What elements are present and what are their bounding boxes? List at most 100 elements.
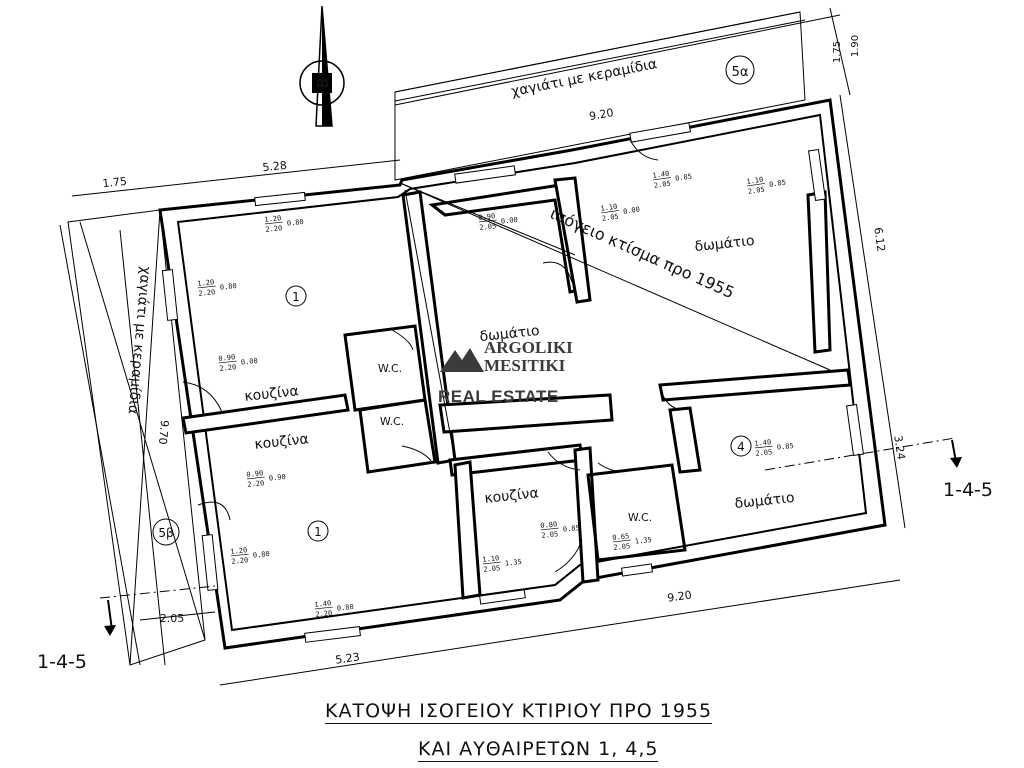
opening-spec-o12: 1.10 2.050.00 <box>600 203 640 223</box>
wc-right-label: W.C. <box>628 511 652 524</box>
opening-spec-o8: 1.10 2.05 1.35 <box>482 554 523 574</box>
opening-spec-o7: 0.90 2.05 0.00 <box>478 212 519 232</box>
drawing-title-line2: ΚΑΙ ΑΥΘΑΙΡΕΤΩΝ 1, 4,5 <box>418 738 659 762</box>
opening-spec-o11: 1.40 2.05 0.85 <box>754 438 795 458</box>
tag-5a: 5α <box>732 65 749 80</box>
svg-text:2.05: 2.05 <box>541 530 559 540</box>
dim-5-23: 5.23 <box>334 650 360 666</box>
svg-text:2.05: 2.05 <box>479 222 497 232</box>
section-label-left: 1-4-5 <box>37 651 87 673</box>
kitchen-top-left-label: κουζίνα <box>244 383 300 405</box>
dimension-lines <box>59 7 906 686</box>
brand-logo-icon <box>440 348 484 372</box>
shed-left-label: χαγιάτι με κεραμίδια <box>125 266 154 415</box>
door-swings <box>182 139 681 573</box>
dim-1-75-left: 1.75 <box>102 175 128 190</box>
svg-text:1.20: 1.20 <box>197 278 215 288</box>
svg-text:0.85: 0.85 <box>675 173 693 183</box>
room-center-label: δωμάτιο <box>479 323 540 345</box>
svg-text:1.20: 1.20 <box>230 546 248 556</box>
opening-spec-o9: 0.65 2.05 1.35 <box>612 532 653 552</box>
room-top-right-label: δωμάτιο <box>694 233 755 255</box>
dim-9-70: 9.70 <box>156 420 171 446</box>
svg-text:0.65: 0.65 <box>612 532 630 542</box>
opening-spec-o4: 0.90 2.200.90 <box>246 469 287 489</box>
svg-text:0.90: 0.90 <box>269 473 287 483</box>
opening-spec-o3: 0.90 2.20 0.00 <box>218 353 259 373</box>
brand-line1: ARGOLIKI <box>484 338 573 357</box>
svg-text:1.35: 1.35 <box>505 558 523 568</box>
section-label-right: 1-4-5 <box>943 479 993 501</box>
svg-text:1.20: 1.20 <box>264 214 282 224</box>
outer-walls <box>158 98 887 650</box>
svg-text:0.00: 0.00 <box>501 216 519 226</box>
svg-text:2.20: 2.20 <box>315 609 333 619</box>
opening-specs: 1.20 2.20 0.80 1.20 2.20 0.80 0.90 2.20 0.0… <box>197 170 795 619</box>
svg-text:0.85: 0.85 <box>777 442 795 452</box>
svg-text:2.20: 2.20 <box>265 224 283 234</box>
dim-2-05: 2.05 <box>160 612 185 625</box>
svg-text:0.80: 0.80 <box>337 603 355 613</box>
svg-text:1.10: 1.10 <box>600 203 618 213</box>
room-number-bottom-left: 1 <box>314 525 322 539</box>
svg-text:2.20: 2.20 <box>198 288 216 298</box>
svg-text:1.40: 1.40 <box>652 170 670 180</box>
dim-9-20-bottom: 9.20 <box>666 588 692 604</box>
dim-5-28: 5.28 <box>262 159 288 174</box>
svg-text:1.40: 1.40 <box>314 599 332 609</box>
dim-1-90: 1.90 <box>850 35 861 57</box>
svg-text:2.05: 2.05 <box>483 564 501 574</box>
opening-spec-o14: 0.80 2.05 0.85 <box>540 520 581 540</box>
svg-text:2.05: 2.05 <box>613 542 631 552</box>
dim-1-75-right: 1.75 <box>832 41 843 63</box>
opening-spec-o10: 1.40 2.05 0.85 <box>652 170 693 190</box>
svg-text:2.05: 2.05 <box>601 213 619 223</box>
svg-text:0.85: 0.85 <box>563 524 581 534</box>
svg-text:0.80: 0.80 <box>220 282 238 292</box>
shed-top-label: χαγιάτι με κεραμίδια <box>510 56 659 100</box>
svg-text:0.90: 0.90 <box>218 353 236 363</box>
dim-9-20-top: 9.20 <box>588 106 614 123</box>
wc-top-label: W.C. <box>378 362 402 375</box>
svg-text:1.40: 1.40 <box>754 438 772 448</box>
svg-text:2.05: 2.05 <box>755 448 773 458</box>
brand-line3: REAL ESTATE <box>438 387 559 406</box>
room-number-bottom-right: 4 <box>737 440 745 454</box>
interior-walls <box>181 176 852 600</box>
section-marker-left: 1-4-5 <box>37 585 216 673</box>
svg-text:0.00: 0.00 <box>241 357 259 367</box>
svg-text:2.20: 2.20 <box>219 363 237 373</box>
wc-bottom-label: W.C. <box>380 415 404 428</box>
svg-text:0.85: 0.85 <box>769 179 787 189</box>
tag-5b: 5β <box>158 526 173 540</box>
svg-text:0.90: 0.90 <box>478 212 496 222</box>
section-marker-right: 1-4-5 <box>764 437 993 501</box>
opening-spec-o6: 1.40 2.20 0.80 <box>314 599 355 619</box>
svg-text:2.20: 2.20 <box>247 479 265 489</box>
svg-text:0.90: 0.90 <box>246 469 264 479</box>
svg-text:2.20: 2.20 <box>231 556 249 566</box>
drawing-title-line1: ΚΑΤΟΨΗ ΙΣΟΓΕΙΟΥ ΚΤΙΡΙΟΥ ΠΡΟ 1955 <box>325 700 713 724</box>
dim-3-24: 3.24 <box>891 434 907 460</box>
svg-text:0.80: 0.80 <box>540 520 558 530</box>
brand-watermark: ARGOLIKI MESITIKI REAL ESTATE <box>436 337 596 413</box>
svg-text:2.05: 2.05 <box>653 180 671 190</box>
windows <box>161 122 864 643</box>
brand-line2: MESITIKI <box>484 356 566 375</box>
svg-text:2.05: 2.05 <box>747 186 765 196</box>
svg-text:1.10: 1.10 <box>746 176 764 186</box>
dim-6-12: 6.12 <box>871 226 887 252</box>
opening-spec-o5: 1.20 2.200.80 <box>230 546 270 566</box>
svg-text:0.80: 0.80 <box>287 218 305 228</box>
svg-text:1.35: 1.35 <box>635 536 653 546</box>
compass-letter: B <box>314 77 332 88</box>
room-number-top-left: 1 <box>292 290 300 304</box>
kitchen-center-label: κουζίνα <box>484 485 540 507</box>
room-numbers: 1 1 4 <box>285 285 752 542</box>
room-labels: κουζίνα κουζίνα κουζίνα W.C. W.C. W.C. δ… <box>244 233 796 524</box>
room-bottom-right-label: δωμάτιο <box>734 490 795 512</box>
opening-spec-o2: 1.20 2.20 0.80 <box>197 278 238 298</box>
opening-spec-o13: 1.10 2.05 0.85 <box>746 176 787 196</box>
svg-text:1.10: 1.10 <box>482 554 500 564</box>
